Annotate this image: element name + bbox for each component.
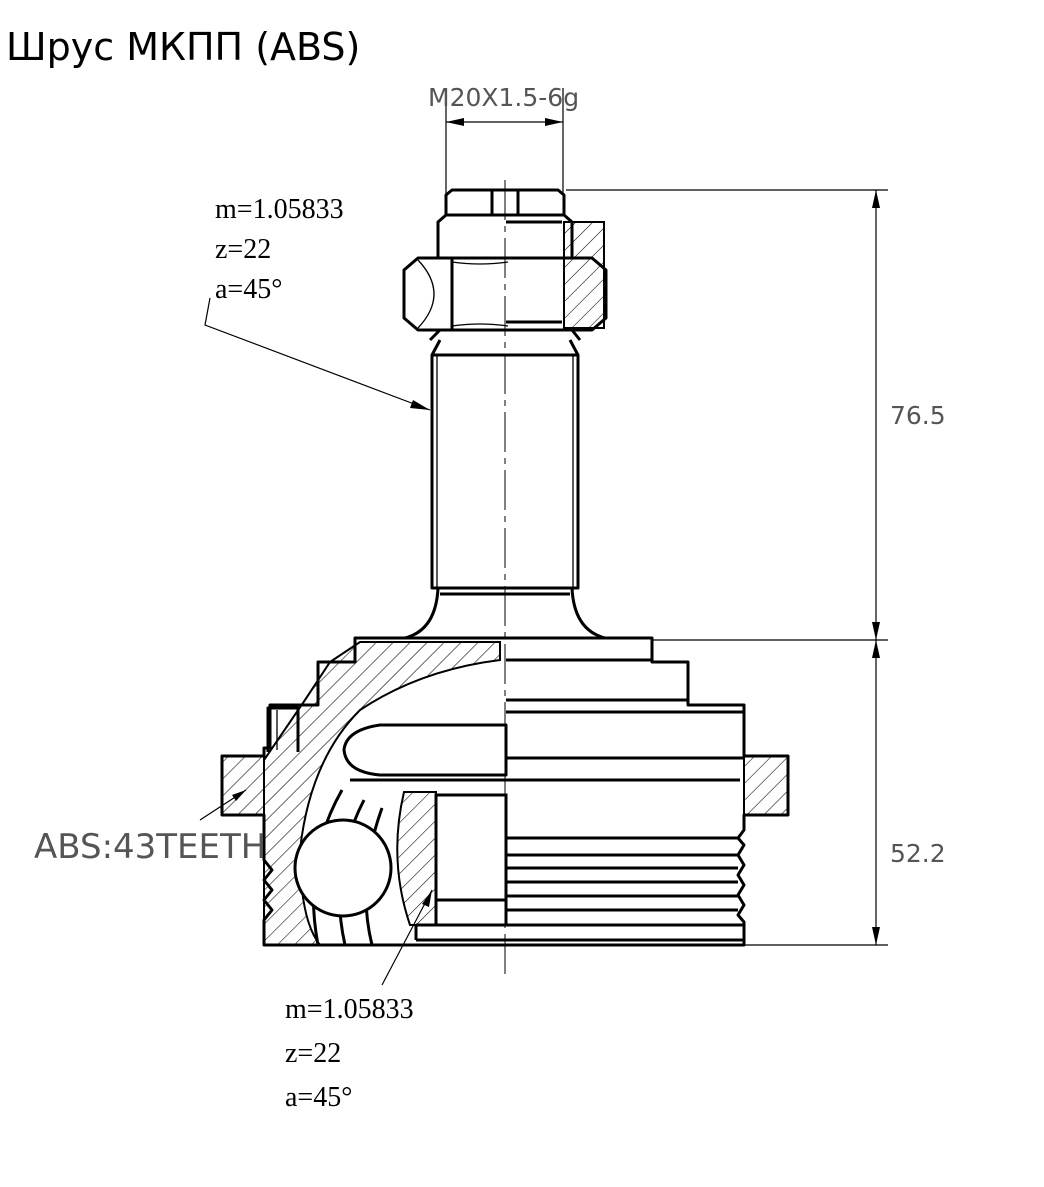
gear-top-m: m=1.05833 [215,194,344,225]
dim-upper-label: 76.5 [890,401,946,430]
nut [402,188,608,342]
page-title: Шрус МКПП (ABS) [6,25,360,69]
gear-callout-bottom: m=1.05833 z=22 a=45° [285,889,433,1113]
abs-callout: ABS:43TEETH [34,789,266,867]
abs-label: ABS:43TEETH [34,827,266,867]
gear-bottom-z: z=22 [285,1038,341,1069]
gear-top-z: z=22 [215,234,271,265]
gear-callout-top: m=1.05833 z=22 a=45° [204,194,431,411]
dim-lower-label: 52.2 [890,839,946,868]
thread-dimension: M20X1.5-6g [428,83,579,195]
thread-label: M20X1.5-6g [428,83,579,112]
ball [293,818,393,918]
gear-top-a: a=45° [215,274,282,305]
gear-bottom-m: m=1.05833 [285,994,414,1025]
height-dimensions: 76.5 52.2 [566,189,946,946]
shaft [404,339,606,640]
gear-bottom-a: a=45° [285,1082,352,1113]
inner-race [293,723,740,946]
